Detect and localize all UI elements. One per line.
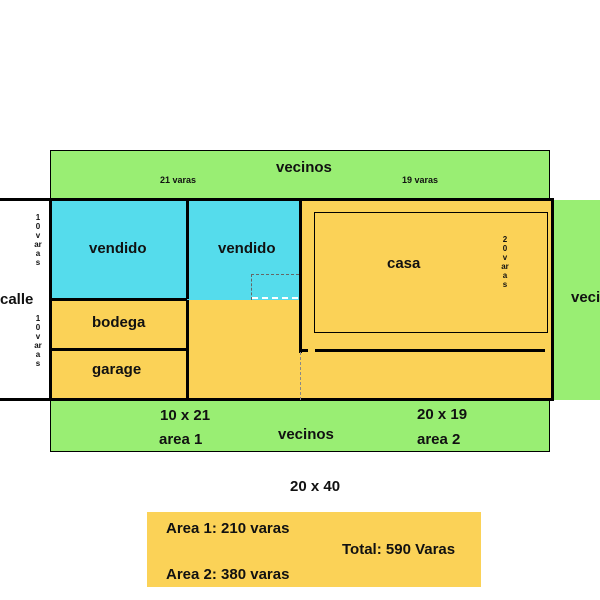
street-strip — [0, 200, 50, 400]
bodega-area — [50, 300, 187, 350]
sold-lot-2 — [187, 200, 300, 300]
casa-dimension: 20 varas — [501, 235, 509, 289]
right-edge-line — [551, 198, 554, 401]
area-1-name: area 1 — [159, 431, 203, 448]
neighbors-top — [50, 150, 550, 200]
street-label: calle — [0, 291, 34, 308]
bodega-divider — [186, 300, 189, 400]
bodega-label: bodega — [92, 314, 146, 331]
dashed-strip — [252, 297, 298, 299]
garage-label: garage — [92, 361, 142, 378]
sold-lot-1-label: vendido — [89, 240, 147, 257]
top-right-dimension: 19 varas — [402, 175, 439, 185]
neighbors-top-label: vecinos — [276, 159, 332, 176]
total-dimension: 20 x 40 — [290, 478, 341, 495]
area2-stub — [300, 349, 308, 352]
dashed-guide — [251, 274, 299, 300]
garage-area — [50, 350, 187, 400]
neighbors-bottom-border — [50, 400, 550, 452]
bodega-garage-line — [50, 348, 187, 351]
summary-total: Total: 590 Varas — [342, 541, 456, 558]
area-1-dimension: 10 x 21 — [160, 407, 211, 424]
neighbors-bottom — [50, 400, 550, 452]
sold-divider — [186, 198, 189, 299]
area-2-name: area 2 — [417, 431, 461, 448]
top-left-dimension: 21 varas — [160, 175, 197, 185]
area-2-lot — [300, 200, 553, 400]
neighbors-right-label: veci — [571, 289, 600, 306]
area-divider — [299, 198, 302, 353]
sold-lot-1 — [50, 200, 187, 300]
left-upper-dimension: 10 varas — [34, 213, 42, 267]
left-lower-dimension: 10 varas — [34, 314, 42, 368]
casa-outline — [314, 212, 548, 333]
area-2-dimension: 20 x 19 — [417, 406, 468, 423]
area-1-yard — [187, 300, 300, 400]
sold-lot-2-label: vendido — [218, 240, 276, 257]
summary-area-2: Area 2: 380 varas — [166, 566, 290, 583]
main-top-line — [0, 198, 553, 201]
center-guide — [300, 352, 301, 400]
neighbors-top-border — [50, 150, 550, 200]
summary-area-1: Area 1: 210 varas — [166, 520, 290, 537]
sold-bottom-line — [50, 298, 187, 301]
neighbors-bottom-label: vecinos — [278, 426, 334, 443]
area2-inner-line — [315, 349, 545, 352]
neighbors-right — [553, 200, 600, 400]
main-bottom-line — [0, 398, 553, 401]
casa-label: casa — [387, 255, 421, 272]
summary-box: Area 1: 210 varas Total: 590 Varas Area … — [147, 512, 481, 587]
